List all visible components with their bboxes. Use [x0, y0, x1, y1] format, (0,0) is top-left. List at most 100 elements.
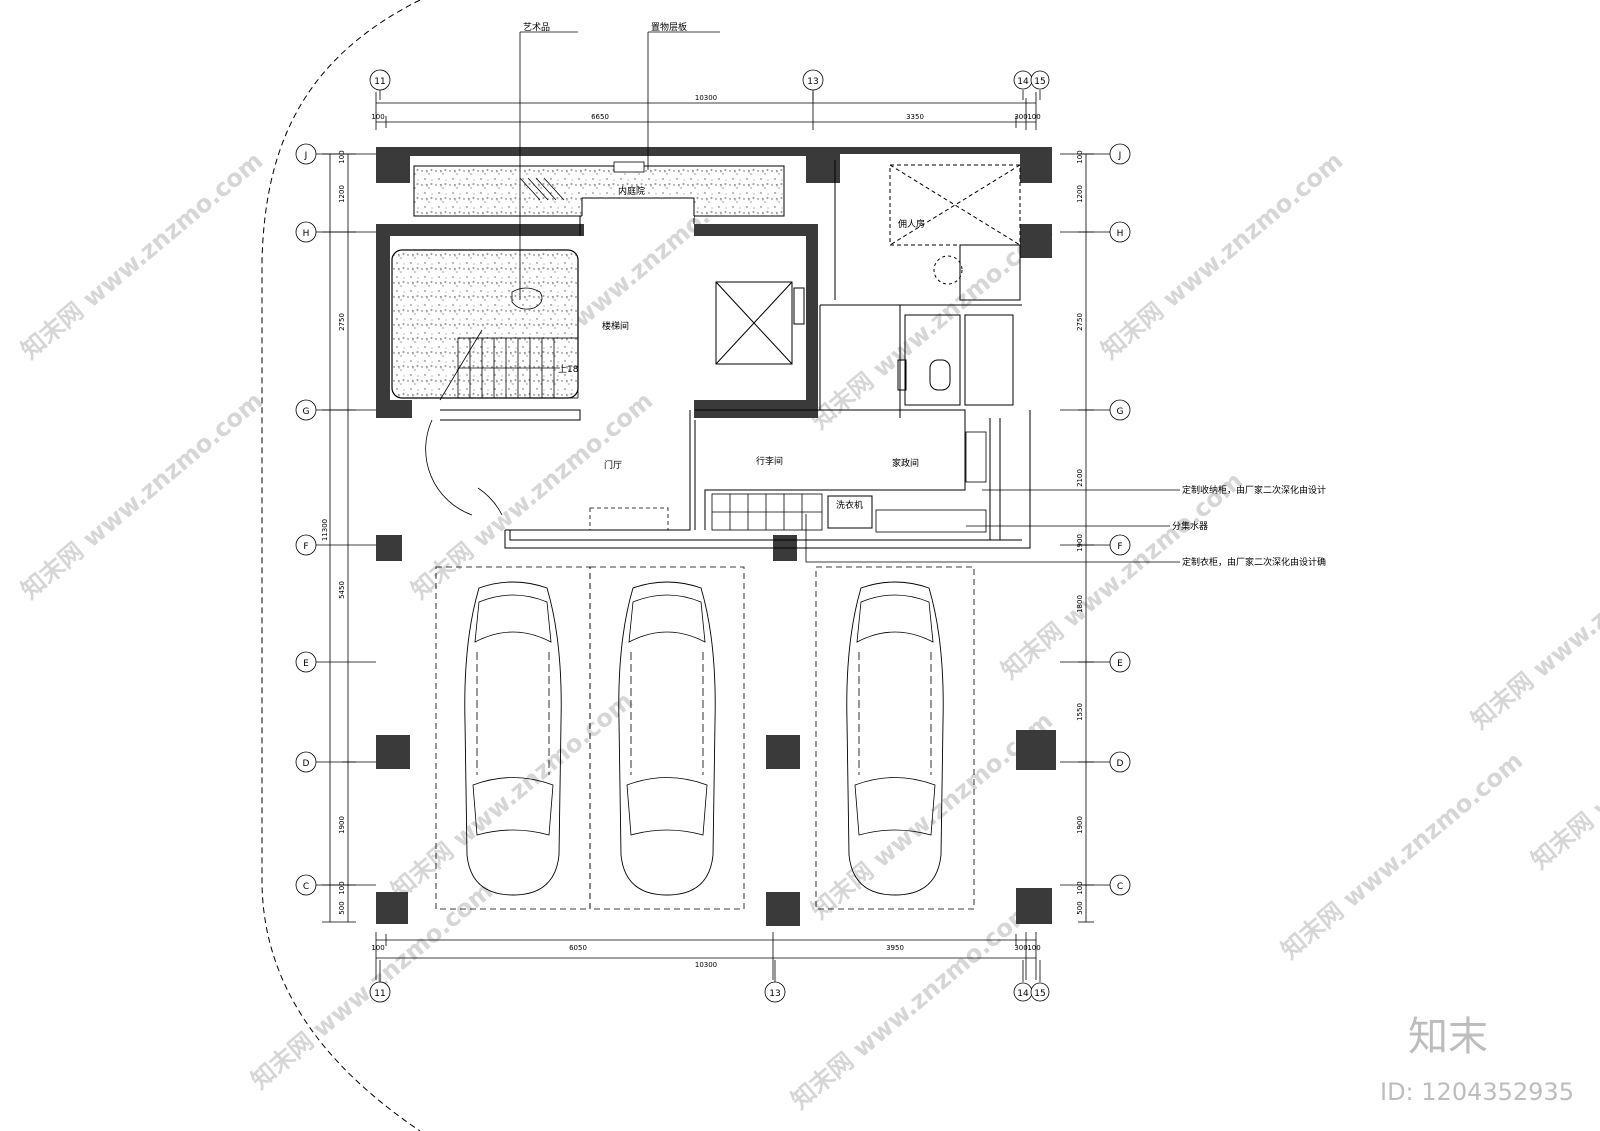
axis-bubble-G-left: G: [295, 399, 317, 421]
svg-text:E: E: [1117, 659, 1123, 669]
axis-bubble-13-top: 13: [802, 69, 824, 91]
right-seg-dim: 100: [1076, 150, 1084, 163]
bottom-seg-dim: 3950: [886, 944, 904, 952]
axis-bubble-D-right: D: [1109, 751, 1131, 773]
entry-door-swing: [477, 487, 503, 516]
right-seg-dim: 1900: [1076, 816, 1084, 834]
svg-text:F: F: [1117, 542, 1122, 552]
right-seg-dim: 500: [1076, 901, 1084, 914]
left-seg-dim: 100: [338, 881, 346, 894]
svg-text:H: H: [303, 229, 310, 239]
svg-text:G: G: [303, 407, 310, 417]
entry-door-swing: [425, 419, 473, 516]
axis-bubble-14-bottom: 14: [1013, 982, 1033, 1002]
washer-box: [827, 495, 873, 529]
room-label-washer: 洗衣机: [836, 499, 863, 511]
callout-shelf: 置物层板: [651, 21, 687, 33]
axis-bubble-F-right: F: [1109, 534, 1131, 556]
elevator: [715, 281, 805, 365]
right-seg-dim: 1200: [1076, 185, 1084, 203]
right-seg-dim: 1800: [1076, 595, 1084, 613]
axis-bubble-13-bottom: 13: [764, 981, 786, 1003]
right-seg-dim: 1550: [1076, 703, 1084, 721]
image-id: ID: 1204352935: [1380, 1078, 1574, 1106]
brand-logo: 知末: [1408, 1014, 1488, 1060]
watermark-text: 知末网 www.znzmo.com: [1096, 147, 1348, 365]
svg-text:14: 14: [1017, 989, 1029, 999]
right-seg-dim: 2750: [1076, 313, 1084, 331]
stair-up-label: 上18: [558, 364, 579, 375]
bottom-total-dim: 10300: [695, 961, 717, 969]
custom-wardrobe: [711, 493, 823, 531]
top-seg-dim: 300: [1014, 113, 1027, 121]
bottom-seg-dim: 100: [1027, 944, 1040, 952]
top-seg-dim: 100: [1027, 113, 1040, 121]
structural-columns: [376, 535, 1056, 926]
room-label-stairwell: 楼梯间: [602, 320, 629, 332]
axis-bubble-D-left: D: [295, 751, 317, 773]
axis-grid: [316, 90, 1110, 982]
callout-art: 艺术品: [523, 21, 550, 33]
car: [464, 581, 562, 896]
svg-text:C: C: [1117, 882, 1123, 892]
callout-storage-cabinet: 定制收纳柜，由厂家二次深化由设计: [1182, 484, 1326, 496]
left-seg-dim: 1900: [338, 816, 346, 834]
axis-bubble-J-left: J: [295, 143, 317, 165]
bottom-seg-dim: 100: [371, 944, 384, 952]
callout-manifold: 分集水器: [1172, 520, 1208, 532]
top-seg-dim: 100: [371, 113, 384, 121]
axis-bubble-H-right: H: [1109, 221, 1131, 243]
cars: [464, 581, 944, 896]
svg-text:E: E: [303, 659, 309, 669]
bottom-dimensions: [375, 932, 1037, 980]
svg-text:C: C: [303, 882, 309, 892]
watermark-text: 知末网 www.znzmo.com: [386, 687, 638, 905]
shelf-hatch: [519, 177, 565, 201]
site-boundary: [261, 0, 421, 1131]
callout-wardrobe: 定制衣柜，由厂家二次深化由设计确: [1182, 556, 1326, 568]
svg-text:D: D: [303, 759, 310, 769]
room-label-courtyard: 内庭院: [618, 185, 645, 197]
inner-courtyard-edge: [581, 197, 695, 216]
axis-bubble-15-top: 15: [1030, 70, 1050, 90]
svg-text:11: 11: [374, 77, 385, 87]
axis-bubble-C-right: C: [1109, 874, 1131, 896]
room-label-maid-room: 佣人房: [898, 218, 925, 230]
car: [618, 581, 716, 896]
axis-bubble-11-bottom: 11: [369, 981, 391, 1003]
art-piece: [511, 287, 543, 310]
axis-bubble-14-top: 14: [1013, 70, 1033, 90]
axis-bubble-E-left: E: [295, 651, 317, 673]
top-total-dim: 10300: [695, 94, 717, 102]
walls: [376, 147, 1052, 418]
svg-text:G: G: [1117, 407, 1124, 417]
left-seg-dim: 500: [338, 901, 346, 914]
top-seg-dim: 3350: [906, 113, 924, 121]
axis-bubble-15-bottom: 15: [1030, 982, 1050, 1002]
axis-bubble-11-top: 11: [369, 69, 391, 91]
axis-bubble-H-left: H: [295, 221, 317, 243]
watermark-text: 知末网 www.znzmo.com: [1466, 517, 1600, 735]
svg-text:11: 11: [374, 989, 385, 999]
car: [846, 581, 944, 896]
axis-bubble-F-left: F: [295, 534, 317, 556]
svg-text:13: 13: [807, 77, 818, 87]
callout-leaders: [519, 31, 1180, 563]
interior-lines: [440, 160, 1031, 549]
watermark-text: 知末网 www.znzmo.com: [786, 897, 1038, 1115]
axis-bubble-C-left: C: [295, 874, 317, 896]
storage-cabinet: [875, 431, 987, 533]
left-seg-dim: 5450: [338, 581, 346, 599]
svg-text:15: 15: [1034, 989, 1045, 999]
watermark-text: 知末网 www.znzmo.com: [1276, 747, 1528, 965]
bottom-seg-dim: 300: [1014, 944, 1027, 952]
axis-bubble-J-right: J: [1109, 143, 1131, 165]
inner-courtyard-cut: [582, 196, 694, 218]
watermark-text: 知末网 www.znzmo.com: [16, 387, 268, 605]
shelf-box: [613, 161, 645, 173]
svg-text:D: D: [1117, 759, 1124, 769]
room-label-luggage: 行李间: [756, 455, 783, 467]
top-seg-dim: 6650: [591, 113, 609, 121]
axis-bubble-G-right: G: [1109, 399, 1131, 421]
